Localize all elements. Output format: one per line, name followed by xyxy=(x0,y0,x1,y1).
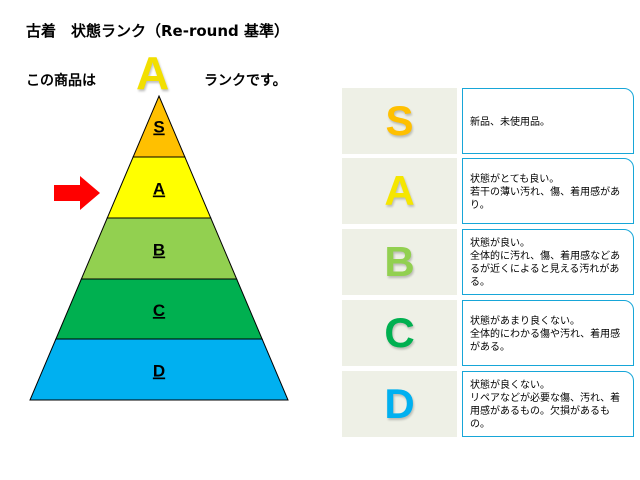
page-title: 古着 状態ランク（Re-round 基準） xyxy=(26,22,289,40)
legend-letter: C xyxy=(384,309,415,356)
pyramid-label-c: C xyxy=(153,301,165,320)
pyramid-label-d: D xyxy=(153,362,165,381)
legend-description: 状態が良くない。 リペアなどが必要な傷、汚れ、着用感があるもの。欠損があるもの。 xyxy=(462,371,634,437)
legend-row-d: D 状態が良くない。 リペアなどが必要な傷、汚れ、着用感があるもの。欠損があるも… xyxy=(342,371,636,437)
rank-pyramid: S A B C D xyxy=(29,94,289,401)
legend-row-a: A 状態がとても良い。 若干の薄い汚れ、傷、着用感があり。 xyxy=(342,158,636,224)
legend-description: 状態があまり良くない。 全体的にわかる傷や汚れ、着用感がある。 xyxy=(462,300,634,366)
legend-description: 状態が良い。 全体的に汚れ、傷、着用感などあるが近くによると見える汚れがある。 xyxy=(462,229,634,295)
pyramid-label-b: B xyxy=(153,241,165,260)
pyramid-label-s: S xyxy=(153,118,164,137)
legend-letter: D xyxy=(384,380,415,427)
current-rank-arrow-icon xyxy=(54,176,100,210)
current-rank-letter: A xyxy=(136,47,170,99)
legend-letter: S xyxy=(385,97,414,144)
rank-suffix: ランクです。 xyxy=(204,73,287,89)
current-rank-statement: この商品は A ランクです。 xyxy=(26,47,326,104)
pyramid-label-a: A xyxy=(153,180,165,199)
legend-description: 状態がとても良い。 若干の薄い汚れ、傷、着用感があり。 xyxy=(462,158,634,224)
pyramid-level-d xyxy=(29,338,289,401)
legend-letter: B xyxy=(384,238,415,285)
legend-row-b: B 状態が良い。 全体的に汚れ、傷、着用感などあるが近くによると見える汚れがある… xyxy=(342,229,636,295)
legend-letter: A xyxy=(384,167,415,214)
legend-row-s: S 新品、未使用品。 xyxy=(342,88,636,154)
legend-row-c: C 状態があまり良くない。 全体的にわかる傷や汚れ、着用感がある。 xyxy=(342,300,636,366)
rank-prefix: この商品は xyxy=(26,73,96,89)
legend-description: 新品、未使用品。 xyxy=(462,88,634,154)
